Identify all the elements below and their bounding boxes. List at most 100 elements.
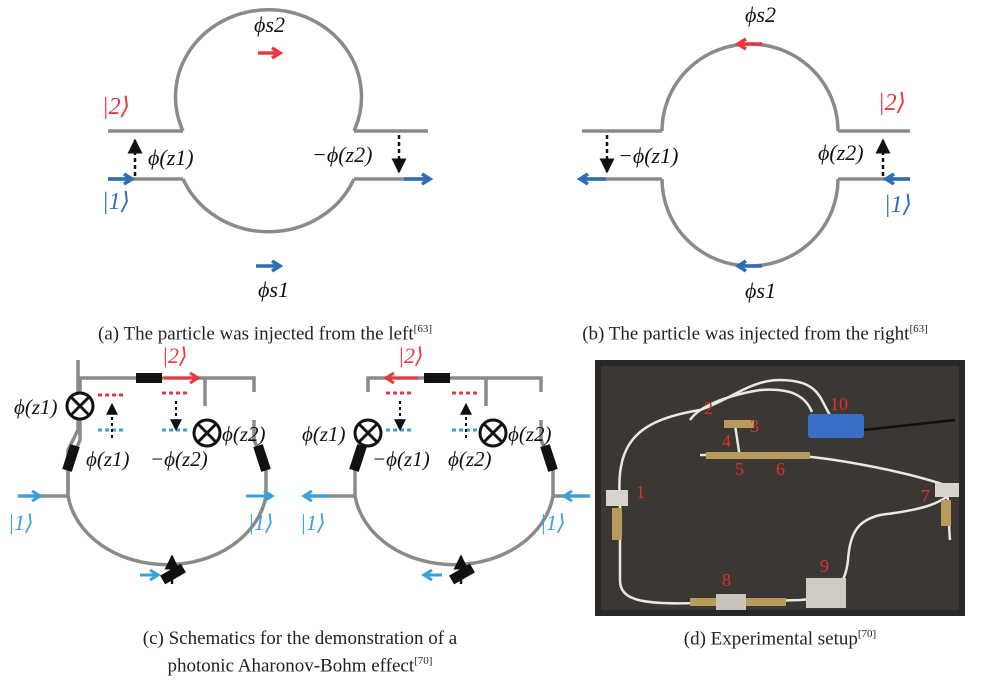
panel-c-left-ket1-right-label: |1⟩ [248, 510, 274, 535]
panel-d-photo: 1 2 3 4 5 6 7 8 9 10 [595, 360, 965, 616]
panel-c-left-phase-shifter-icon [160, 554, 186, 585]
photo-connector-7 [935, 483, 959, 497]
panel-b-neg-phi-z1-label: −ϕ(z1) [618, 143, 678, 168]
photo-number-3: 3 [750, 416, 759, 436]
panel-a-ket2-label: |2⟩ [102, 94, 130, 120]
panel-c-left-block-right [253, 444, 271, 472]
panel-b-red-arrow-icon [734, 37, 762, 51]
panel-c-left-block-top [136, 373, 162, 383]
caption-d-ref: [70] [857, 628, 877, 640]
panel-a-phi-s1-label: ϕs1 [258, 277, 289, 302]
panel-c-right-ket1-left-label: |1⟩ [300, 510, 326, 535]
panel-a: |2⟩ |1⟩ ϕs2 ϕs1 ϕ(z1) −ϕ(z2) [102, 8, 434, 302]
photo-number-4: 4 [722, 431, 731, 451]
photo-number-5: 5 [735, 459, 744, 479]
photo-connector-6 [770, 452, 810, 459]
panel-a-red-arrow-icon [258, 46, 284, 60]
panel-c-right-block-top [424, 373, 450, 383]
panel-c-left-input-arrow-icon [18, 489, 43, 503]
caption-c-line2: photonic Aharonov-Bohm effect [167, 655, 415, 677]
caption-a: (a) The particle was injected from the l… [30, 318, 500, 345]
panel-b-blue-arrow-bottom-icon [734, 259, 762, 273]
photo-number-7: 7 [921, 486, 930, 506]
panel-b-output-arrow-icon [576, 172, 606, 186]
panel-a-input-arrow-icon [108, 172, 136, 186]
panel-b-phi-s2-label: ϕs2 [745, 2, 776, 27]
photo-connector-8c [746, 598, 786, 606]
panel-c-left-otimes-left-icon [65, 391, 95, 421]
photo-device-10 [808, 414, 864, 438]
caption-d: (d) Experimental setup[70] [620, 623, 940, 650]
panel-b-phi-z2-label: ϕ(z2) [818, 140, 864, 165]
photo-connector-1b [612, 508, 622, 540]
panel-c-left-phi-z1-outer-label: ϕ(z1) [14, 395, 58, 419]
panel-a-output-arrow-icon [404, 172, 434, 186]
panel-b-loop [660, 42, 840, 268]
caption-b-ref: [63] [909, 323, 928, 335]
panel-c-left-output-arrow-icon [246, 489, 275, 503]
panel-c-left-ket2-label: |2⟩ [162, 343, 188, 368]
panel-c-right-otimes-left-icon [353, 418, 383, 448]
panel-c-right-ket2-label: |2⟩ [398, 343, 424, 368]
panel-c-left-phi-z2-outer-label: ϕ(z2) [222, 422, 266, 446]
panel-a-ket1-label: |1⟩ [102, 189, 130, 215]
caption-a-text: (a) The particle was injected from the l… [98, 323, 414, 345]
panel-c-right-phi-z1-outer-label: ϕ(z1) [302, 422, 346, 446]
photo-device-9 [806, 578, 846, 608]
panel-c-left-block-left [62, 444, 80, 472]
photo-background [598, 363, 962, 613]
photo-connector-4 [724, 420, 754, 428]
photo-number-8: 8 [722, 570, 731, 590]
panel-c-right-output-arrow-icon [301, 489, 330, 503]
panel-c-left-bottom-arrow-icon [140, 568, 161, 582]
panel-a-blue-arrow-bottom-icon [256, 259, 284, 273]
photo-cable-branch [688, 388, 952, 541]
caption-b: (b) The particle was injected from the r… [520, 318, 990, 345]
panel-c-left-ket1-left-label: |1⟩ [8, 510, 34, 535]
panel-c-left-ring [66, 376, 268, 567]
caption-c: (c) Schematics for the demonstration of … [20, 628, 580, 677]
panel-c-left-otimes-right-icon [192, 418, 222, 448]
caption-d-text: (d) Experimental setup [683, 628, 858, 650]
photo-connector-1 [606, 490, 628, 506]
panel-c-right-bottom-arrow-icon [421, 568, 442, 582]
photo-vignette [595, 360, 965, 616]
caption-c-line2-wrap: photonic Aharonov-Bohm effect[70] [20, 650, 580, 677]
panel-b-ket2-label: |2⟩ [878, 90, 906, 116]
panel-c-right-block-right [540, 444, 558, 472]
panel-c-right-otimes-right-icon [478, 418, 508, 448]
panel-b-phi-s1-label: ϕs1 [745, 278, 776, 303]
panel-c-left: |2⟩ |1⟩ |1⟩ ϕ(z1) ϕ(z2) ϕ(z1) −ϕ(z2) [8, 343, 275, 585]
panel-a-loop [173, 8, 364, 234]
panel-b: |2⟩ |1⟩ ϕs2 ϕs1 −ϕ(z1) ϕ(z2) [576, 2, 912, 303]
panel-c-left-phi-z1-inner-label: ϕ(z1) [86, 447, 130, 471]
photo-connector-8 [716, 594, 746, 610]
panel-c-right-ring [353, 376, 555, 567]
panel-a-phi-z1-label: ϕ(z1) [148, 145, 194, 170]
caption-c-line1: (c) Schematics for the demonstration of … [142, 628, 458, 649]
caption-a-ref: [63] [413, 323, 432, 335]
caption-b-text: (b) The particle was injected from the r… [582, 323, 910, 345]
panel-c-right-block-left [349, 444, 367, 472]
panel-c-right-phi-z2-inner-label: ϕ(z2) [448, 447, 492, 471]
panel-c-right-ket1-right-label: |1⟩ [540, 510, 566, 535]
panel-c-left-red-arrow-icon [164, 371, 201, 385]
panel-b-input-arrow-icon [882, 172, 910, 186]
photo-number-6: 6 [776, 459, 785, 479]
photo-number-10: 10 [830, 394, 848, 414]
photo-number-9: 9 [820, 556, 829, 576]
panel-c-right: |2⟩ |1⟩ |1⟩ ϕ(z1) ϕ(z2) −ϕ(z1) ϕ(z2) [300, 343, 590, 585]
caption-c-ref: [70] [414, 655, 433, 667]
photo-number-1: 1 [636, 482, 645, 502]
panel-c-right-phi-z2-outer-label: ϕ(z2) [508, 422, 552, 446]
photo-number-2: 2 [704, 398, 713, 418]
photo-connector-7b [941, 500, 951, 526]
panel-c-left-neg-phi-z2-inner-label: −ϕ(z2) [150, 447, 208, 471]
photo-connector-5 [706, 452, 770, 459]
panel-a-phi-s2-label: ϕs2 [254, 12, 285, 37]
panel-c-right-neg-phi-z1-inner-label: −ϕ(z1) [372, 447, 430, 471]
panel-c-right-input-arrow-icon [561, 489, 588, 503]
panel-a-neg-phi-z2-label: −ϕ(z2) [312, 142, 372, 167]
photo-connector-8b [690, 598, 716, 606]
